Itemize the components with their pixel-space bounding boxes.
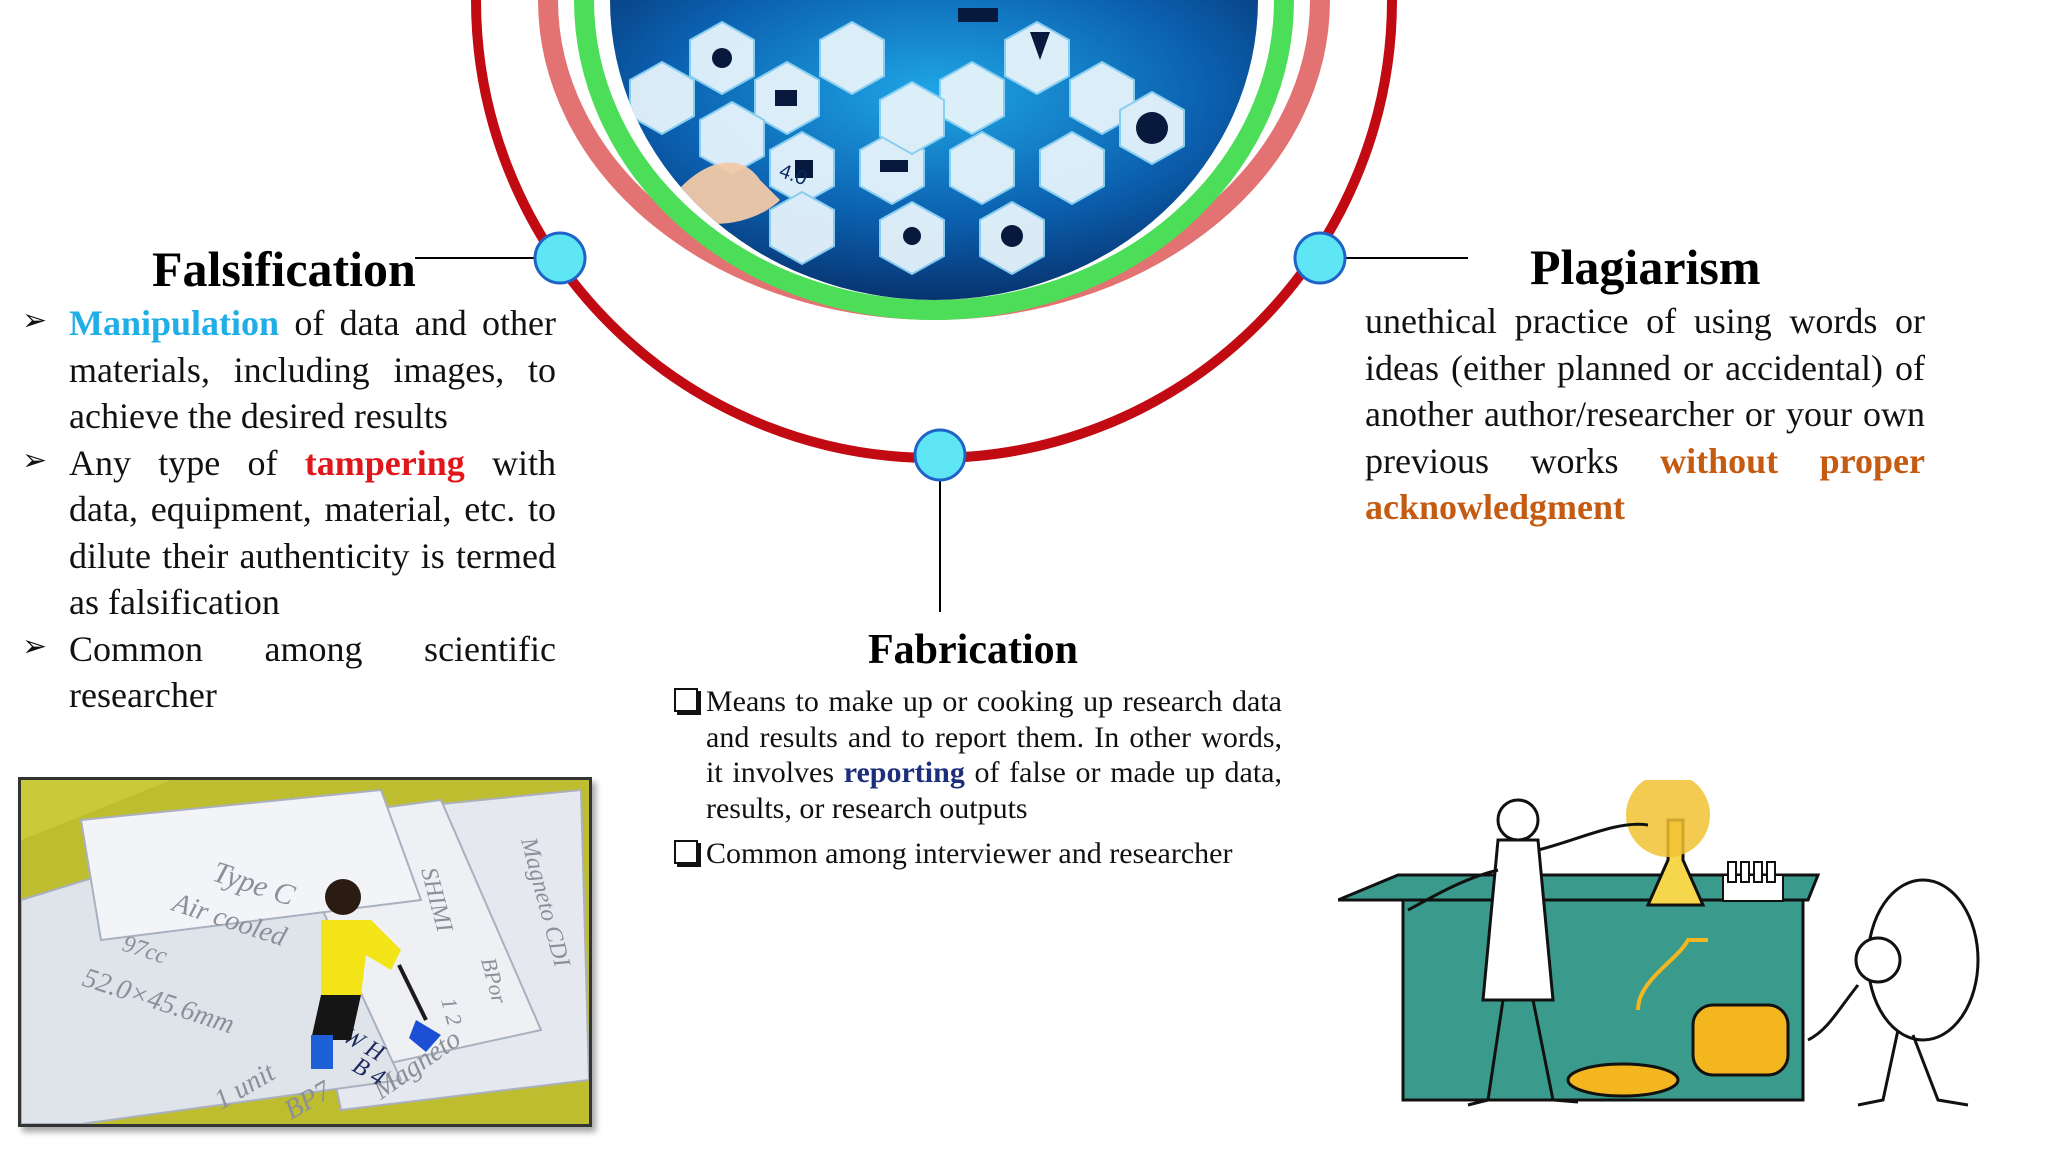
falsification-title: Falsification	[152, 241, 416, 297]
fabrication-title: Fabrication	[868, 627, 1078, 673]
highlight-without-acknowledgment: without proper acknowledgment	[1365, 440, 1925, 528]
checkbox-bullet-icon	[674, 840, 698, 864]
checkbox-bullet-icon	[674, 688, 698, 712]
scientist-and-copier-cartoon-illustration	[1337, 773, 1988, 1120]
bullet-text: of false or made up data, results, or re…	[706, 756, 1282, 825]
list-item: ➢ Manipulation of data and other materia…	[20, 300, 556, 440]
falsification-bullet-list: ➢ Manipulation of data and other materia…	[20, 300, 556, 719]
bullet-text: of data and other materials, including i…	[69, 303, 556, 436]
plagiarism-description: unethical practice of using words or ide…	[1365, 298, 1925, 531]
arrow-bullet-icon: ➢	[22, 629, 48, 663]
inner-ring	[574, 0, 1294, 320]
bullet-text: Means to make up or cooking up research …	[706, 685, 1282, 789]
bullet-text: Any type of	[69, 442, 305, 483]
fabrication-node	[913, 428, 967, 482]
list-item: ➢ Common among scientific researcher	[20, 626, 556, 719]
plagiarism-title: Plagiarism	[1530, 239, 1761, 295]
highlight-tampering: tampering	[304, 442, 465, 483]
bullet-text: with data, equipment, material, etc. to …	[69, 442, 556, 623]
falsification-node	[533, 231, 587, 285]
list-item: ➢ Any type of tampering with data, equip…	[20, 440, 556, 626]
plagiarism-node	[1293, 231, 1347, 285]
highlight-manipulation: Manipulation	[69, 303, 280, 343]
highlight-reporting: reporting	[843, 756, 965, 789]
person-erasing-document-illustration: Type C Air cooled 97cc 52.0×45.6mm 1 uni…	[18, 777, 592, 1127]
bullet-text: Common among scientific researcher	[69, 628, 556, 716]
arrow-bullet-icon: ➢	[22, 443, 48, 477]
bullet-text: Common among interviewer and researcher	[706, 837, 1233, 870]
list-item: Common among interviewer and researcher	[672, 836, 1282, 872]
hexagon-technology-globe: 4.0	[610, 0, 1258, 300]
list-item: Means to make up or cooking up research …	[672, 684, 1282, 826]
fabrication-bullet-list: Means to make up or cooking up research …	[672, 684, 1282, 882]
plagiarism-text: unethical practice of using words or ide…	[1365, 301, 1925, 481]
arrow-bullet-icon: ➢	[22, 304, 48, 337]
